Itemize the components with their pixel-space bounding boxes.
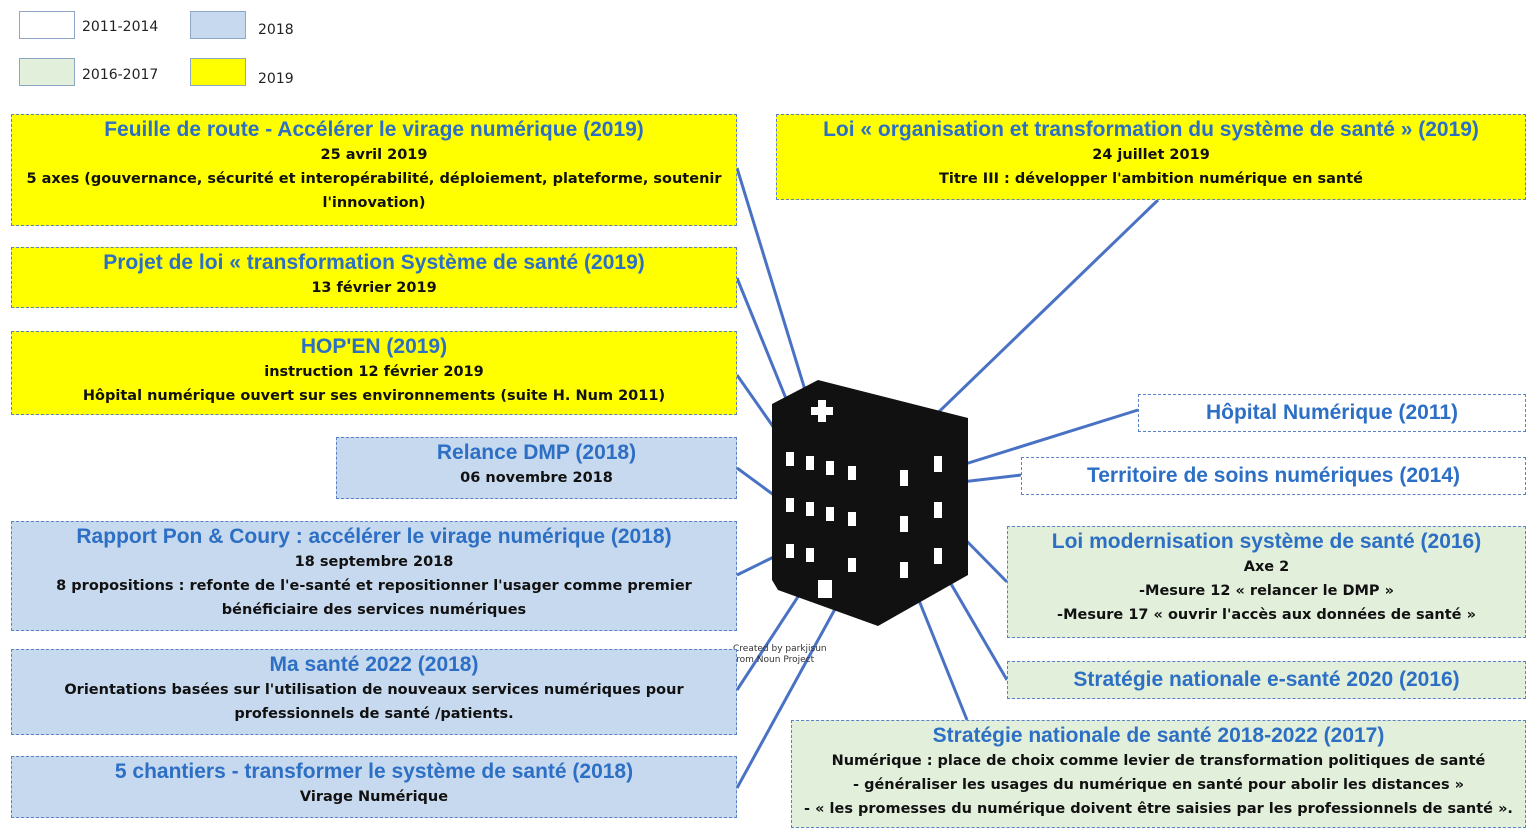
- box-line: 06 novembre 2018: [460, 470, 613, 486]
- box-line: Hôpital numérique ouvert sur ses environ…: [82, 388, 666, 404]
- box-line: 5 axes (gouvernance, sécurité et interop…: [26, 171, 722, 187]
- legend-label-2016-2017: 2016-2017: [82, 67, 159, 83]
- box-line: Orientations basées sur l'utilisation de…: [64, 682, 684, 698]
- box-title: Hôpital Numérique (2011): [1205, 401, 1459, 424]
- legend-label-2018: 2018: [258, 22, 294, 38]
- box-projet-de-loi: Projet de loi « transformation Système d…: [11, 247, 737, 308]
- box-hopen: HOP'EN (2019) instruction 12 février 201…: [11, 331, 737, 415]
- box-title: Ma santé 2022 (2018): [269, 653, 479, 676]
- legend-swatch-2019: [190, 58, 246, 86]
- box-line: l'innovation): [322, 195, 426, 211]
- hospital-building-icon: [772, 380, 968, 626]
- box-line: bénéficiaire des services numériques: [221, 602, 527, 618]
- box-title: Rapport Pon & Coury : accélérer le virag…: [76, 525, 672, 548]
- box-loi-organisation: Loi « organisation et transformation du …: [776, 114, 1526, 200]
- icon-credit-line-1: Created by parkjisun: [733, 644, 827, 654]
- box-line: -Mesure 17 « ouvrir l'accès aux données …: [1057, 607, 1476, 623]
- box-title: Stratégie nationale de santé 2018-2022 (…: [932, 724, 1385, 747]
- box-line: -Mesure 12 « relancer le DMP »: [1139, 583, 1394, 599]
- box-title: Feuille de route - Accélérer le virage n…: [104, 118, 644, 141]
- box-line: Numérique : place de choix comme levier …: [831, 753, 1486, 769]
- box-loi-modernisation: Loi modernisation système de santé (2016…: [1007, 526, 1526, 638]
- box-title: Loi modernisation système de santé (2016…: [1051, 530, 1482, 553]
- legend-label-2019: 2019: [258, 71, 294, 87]
- box-line: 18 septembre 2018: [294, 554, 454, 570]
- box-ma-sante-2022: Ma santé 2022 (2018) Orientations basées…: [11, 649, 737, 735]
- box-title: Loi « organisation et transformation du …: [823, 118, 1479, 141]
- legend-label-2011-2014: 2011-2014: [82, 19, 159, 35]
- box-strategie-esante: Stratégie nationale e-santé 2020 (2016): [1007, 661, 1526, 699]
- connector-chantiers: [735, 577, 854, 789]
- box-title: HOP'EN (2019): [300, 335, 448, 358]
- box-line: Titre III : développer l'ambition numéri…: [938, 171, 1364, 187]
- legend-swatch-2011-2014: [19, 11, 75, 39]
- connector-hopnum: [945, 408, 1139, 472]
- box-line: professionnels de santé /patients.: [234, 706, 514, 722]
- box-title: Relance DMP (2018): [436, 441, 637, 464]
- icon-credit: Created by parkjisun from Noun Project: [733, 644, 827, 666]
- box-line: 8 propositions : refonte de l'e-santé et…: [56, 578, 692, 594]
- box-rapport-pon-coury: Rapport Pon & Coury : accélérer le virag…: [11, 521, 737, 631]
- box-title: 5 chantiers - transformer le système de …: [114, 760, 634, 783]
- box-line: 13 février 2019: [311, 280, 437, 296]
- box-5-chantiers: 5 chantiers - transformer le système de …: [11, 756, 737, 818]
- box-strategie-nationale: Stratégie nationale de santé 2018-2022 (…: [791, 720, 1526, 828]
- box-relance-dmp: Relance DMP (2018) 06 novembre 2018: [336, 437, 737, 499]
- box-title: Projet de loi « transformation Système d…: [103, 251, 645, 274]
- box-title: Stratégie nationale e-santé 2020 (2016): [1073, 668, 1460, 691]
- legend-swatch-2018: [190, 11, 246, 39]
- box-hopital-numerique: Hôpital Numérique (2011): [1138, 394, 1526, 432]
- box-line: 24 juillet 2019: [1092, 147, 1210, 163]
- box-title: Territoire de soins numériques (2014): [1086, 464, 1461, 487]
- box-line: Virage Numérique: [299, 789, 449, 805]
- box-feuille-de-route: Feuille de route - Accélérer le virage n…: [11, 114, 737, 226]
- legend-swatch-2016-2017: [19, 58, 75, 86]
- box-line: - généraliser les usages du numérique en…: [853, 777, 1464, 793]
- icon-credit-line-2: from Noun Project: [733, 655, 815, 665]
- box-line: 25 avril 2019: [320, 147, 428, 163]
- box-line: instruction 12 février 2019: [264, 364, 484, 380]
- box-territoire-soins: Territoire de soins numériques (2014): [1021, 457, 1526, 495]
- box-line: Axe 2: [1243, 559, 1290, 575]
- box-line: - « les promesses du numérique doivent ê…: [804, 801, 1513, 817]
